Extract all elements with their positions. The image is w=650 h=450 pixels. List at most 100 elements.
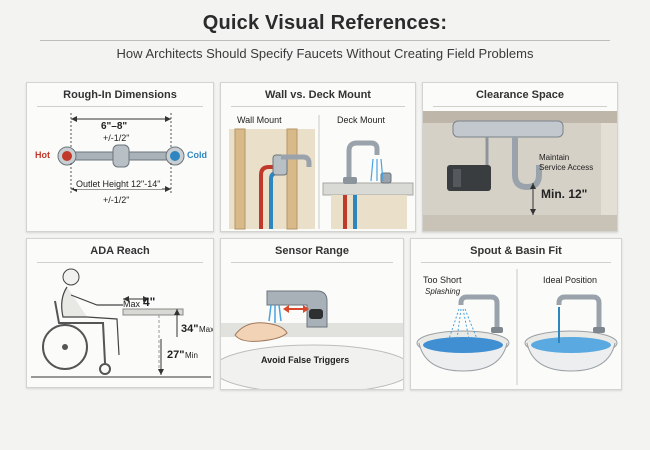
countertop-edge	[423, 111, 617, 123]
clearance-min-label: Min. 12"	[541, 187, 588, 201]
p-trap	[512, 137, 542, 191]
arrow-right-icon	[165, 116, 171, 122]
span-tolerance: +/-1/2"	[103, 133, 130, 143]
water-stream	[370, 158, 374, 182]
sink-basin	[221, 344, 403, 389]
panel-title: ADA Reach	[90, 245, 150, 257]
panel-divider	[37, 262, 203, 263]
basin-water	[423, 337, 503, 353]
ideal-position-label: Ideal Position	[543, 275, 598, 285]
spout-diagram	[416, 269, 618, 385]
arrow-down-icon	[530, 209, 536, 215]
arrow-up-icon	[174, 309, 180, 315]
rough-in-diagram	[57, 113, 185, 195]
splash-stream	[462, 308, 470, 340]
too-short-label: Too Short	[423, 275, 462, 285]
wall-stud	[234, 128, 246, 230]
panel-divider	[231, 106, 405, 107]
panel-divider	[433, 106, 607, 107]
ideal-spout	[556, 294, 602, 331]
panel-sensor: Sensor Range Avoid False Triggers	[220, 238, 404, 390]
page-title: Quick Visual References:	[202, 12, 448, 34]
cold-handle-icon	[170, 151, 180, 161]
wall-mount-label: Wall Mount	[237, 115, 282, 125]
panel-divider	[421, 262, 611, 263]
counter-deck	[322, 182, 414, 196]
arrow-right-icon	[165, 186, 171, 192]
lavatory-counter	[122, 308, 184, 316]
panel-title: Rough-In Dimensions	[63, 89, 177, 101]
person-arm	[70, 294, 123, 306]
person-torso	[61, 286, 87, 318]
short-spout	[458, 294, 500, 331]
sensor-caption: Avoid False Triggers	[261, 355, 350, 365]
panel-ada: ADA Reach Max 4" 34" Max 27" Min	[26, 238, 214, 388]
cabinet-door-edge	[601, 123, 617, 215]
deck-faucet-base	[343, 177, 357, 184]
clearance-note-line2: Service Access	[539, 163, 594, 172]
clearance-diagram	[423, 111, 617, 231]
faucet-base	[491, 327, 503, 333]
hot-handle-icon	[62, 151, 72, 161]
ada-diagram	[31, 268, 211, 378]
hand-icon	[234, 322, 288, 342]
wheel-hub	[62, 344, 68, 350]
splash-stream	[464, 308, 478, 340]
sensor-eye-icon	[309, 309, 323, 319]
cabinet-floor	[423, 215, 617, 231]
height-min-value: 27"	[167, 349, 185, 361]
arrow-left-icon	[123, 296, 129, 302]
sink-bowl	[452, 120, 564, 138]
panel-divider	[37, 106, 203, 107]
hot-label: Hot	[35, 150, 50, 160]
splash-stream	[448, 308, 460, 340]
arrow-right-icon	[143, 296, 149, 302]
deck-mount-label: Deck Mount	[337, 115, 386, 125]
arrow-left-icon	[283, 305, 289, 313]
splashing-label: Splashing	[425, 287, 461, 296]
outlet-fitting	[112, 144, 130, 168]
deck-faucet-spout	[346, 140, 380, 183]
arrow-down-icon	[158, 369, 164, 375]
faucet-base	[593, 327, 605, 333]
page-subtitle: How Architects Should Specify Faucets Wi…	[116, 46, 534, 61]
cabinet-cavity	[331, 195, 407, 229]
hot-supply-line	[259, 165, 277, 229]
arrow-up-icon	[530, 183, 536, 189]
reach-max-value: 4"	[143, 295, 156, 309]
panel-rough-in: Rough-In Dimensions 6"–8" +/-1/2" Hot Co…	[26, 82, 214, 232]
outlet-height-label: Outlet Height 12"-14"	[74, 179, 163, 189]
water-stream	[278, 304, 282, 322]
person-leg	[86, 316, 120, 356]
panel-clearance: Clearance Space Maintain Service Access …	[422, 82, 618, 232]
cold-label: Cold	[187, 150, 207, 160]
panel-title: Wall vs. Deck Mount	[265, 89, 371, 101]
panel-mount: Wall vs. Deck Mount Wall Mount Deck Moun…	[220, 82, 416, 232]
wheelchair-wheel-icon	[42, 324, 88, 370]
water-stream	[380, 158, 384, 182]
wheelchair-frame	[54, 300, 106, 364]
panel-divider	[231, 262, 393, 263]
clearance-note-line1: Maintain	[539, 153, 570, 162]
wall-valve-body	[272, 154, 288, 176]
panel-title: Spout & Basin Fit	[470, 245, 562, 257]
water-stream	[268, 304, 272, 322]
panel-title: Sensor Range	[275, 245, 349, 257]
caster-wheel-icon	[99, 363, 111, 375]
wall-stud	[286, 128, 298, 230]
height-max-suffix: Max	[199, 325, 214, 334]
sensor-diagram	[221, 290, 403, 389]
height-max-value: 34"	[181, 323, 199, 335]
span-label: 6"–8"	[101, 121, 128, 132]
splash-stream	[456, 308, 462, 340]
disposal-vent	[453, 169, 461, 187]
panel-title: Clearance Space	[475, 89, 565, 101]
outlet-tolerance: +/-1/2"	[103, 195, 130, 205]
height-min-suffix: Min	[185, 351, 198, 360]
wall-faucet-spout	[281, 154, 312, 167]
title-divider	[40, 40, 610, 41]
person-head-icon	[62, 268, 80, 286]
panel-spout: Spout & Basin Fit Too Short Splashing Id…	[410, 238, 622, 390]
arrow-right-icon	[303, 305, 309, 313]
reach-max-prefix: Max	[123, 299, 141, 309]
